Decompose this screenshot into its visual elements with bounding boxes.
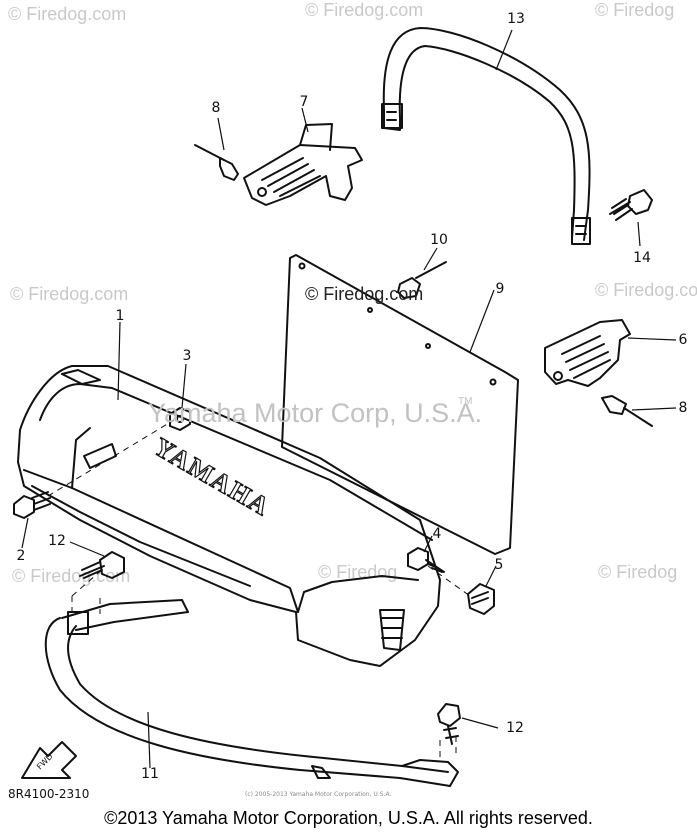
rivet-8-right [601,395,653,427]
forward-arrow [21,741,77,779]
rivet-8-top [194,144,239,181]
bolt-12-left [79,551,125,579]
watermark-mid-left: © Firedog.com [10,284,129,304]
callout-9: 9 [495,281,505,297]
clip-nut-5 [467,583,495,615]
grab-handle-13 [381,27,591,245]
license-plate-9 [281,254,519,555]
callout-12-left: 12 [48,533,66,549]
callout-6: 6 [678,332,688,348]
diagram-code: 8R4100-2310 [8,787,90,801]
small-copyright: (c) 2005-2013 Yamaha Motor Corporation, … [245,791,392,798]
callout-3: 3 [182,348,192,364]
brand-watermark: Yamaha Motor Corp, U.S.A. [148,398,483,428]
callout-8-right: 8 [678,400,688,416]
watermark-top-center: © Firedog.com [305,0,424,20]
nut-3 [169,407,191,431]
callout-7: 7 [299,94,309,110]
hinge-bracket-6 [544,319,631,387]
bumper-1 [17,365,441,667]
callout-1: 1 [115,308,125,324]
bolt-12-right [437,703,461,745]
bumper-text: YAMAHA [149,432,276,522]
callout-11: 11 [141,766,159,782]
center-watermark: © Firedog.com [305,284,424,304]
callout-10: 10 [430,232,448,248]
callout-13: 13 [507,11,525,27]
watermark-low-right: © Firedog [598,562,678,582]
screw-10 [397,261,447,299]
hinge-bracket-7 [243,123,363,206]
watermark-mid-right: © Firedog.com [595,280,697,300]
footer-copyright: ©2013 Yamaha Motor Corporation, U.S.A. A… [104,808,593,828]
callout-12-right: 12 [506,720,524,736]
bolt-14 [609,189,653,221]
watermark-top-right: © Firedog [595,0,675,20]
brand-watermark-tm: TM [458,396,473,407]
callout-5: 5 [494,557,504,573]
bolt-4 [407,547,445,573]
watermark-top-left: © Firedog.com [8,4,127,24]
bolt-2 [13,491,51,519]
callout-14: 14 [633,250,651,266]
callout-2: 2 [16,548,26,564]
forward-label: FWD [35,752,55,772]
callout-4: 4 [432,526,442,542]
support-bar-11 [44,599,459,787]
callout-8-top: 8 [211,100,221,116]
